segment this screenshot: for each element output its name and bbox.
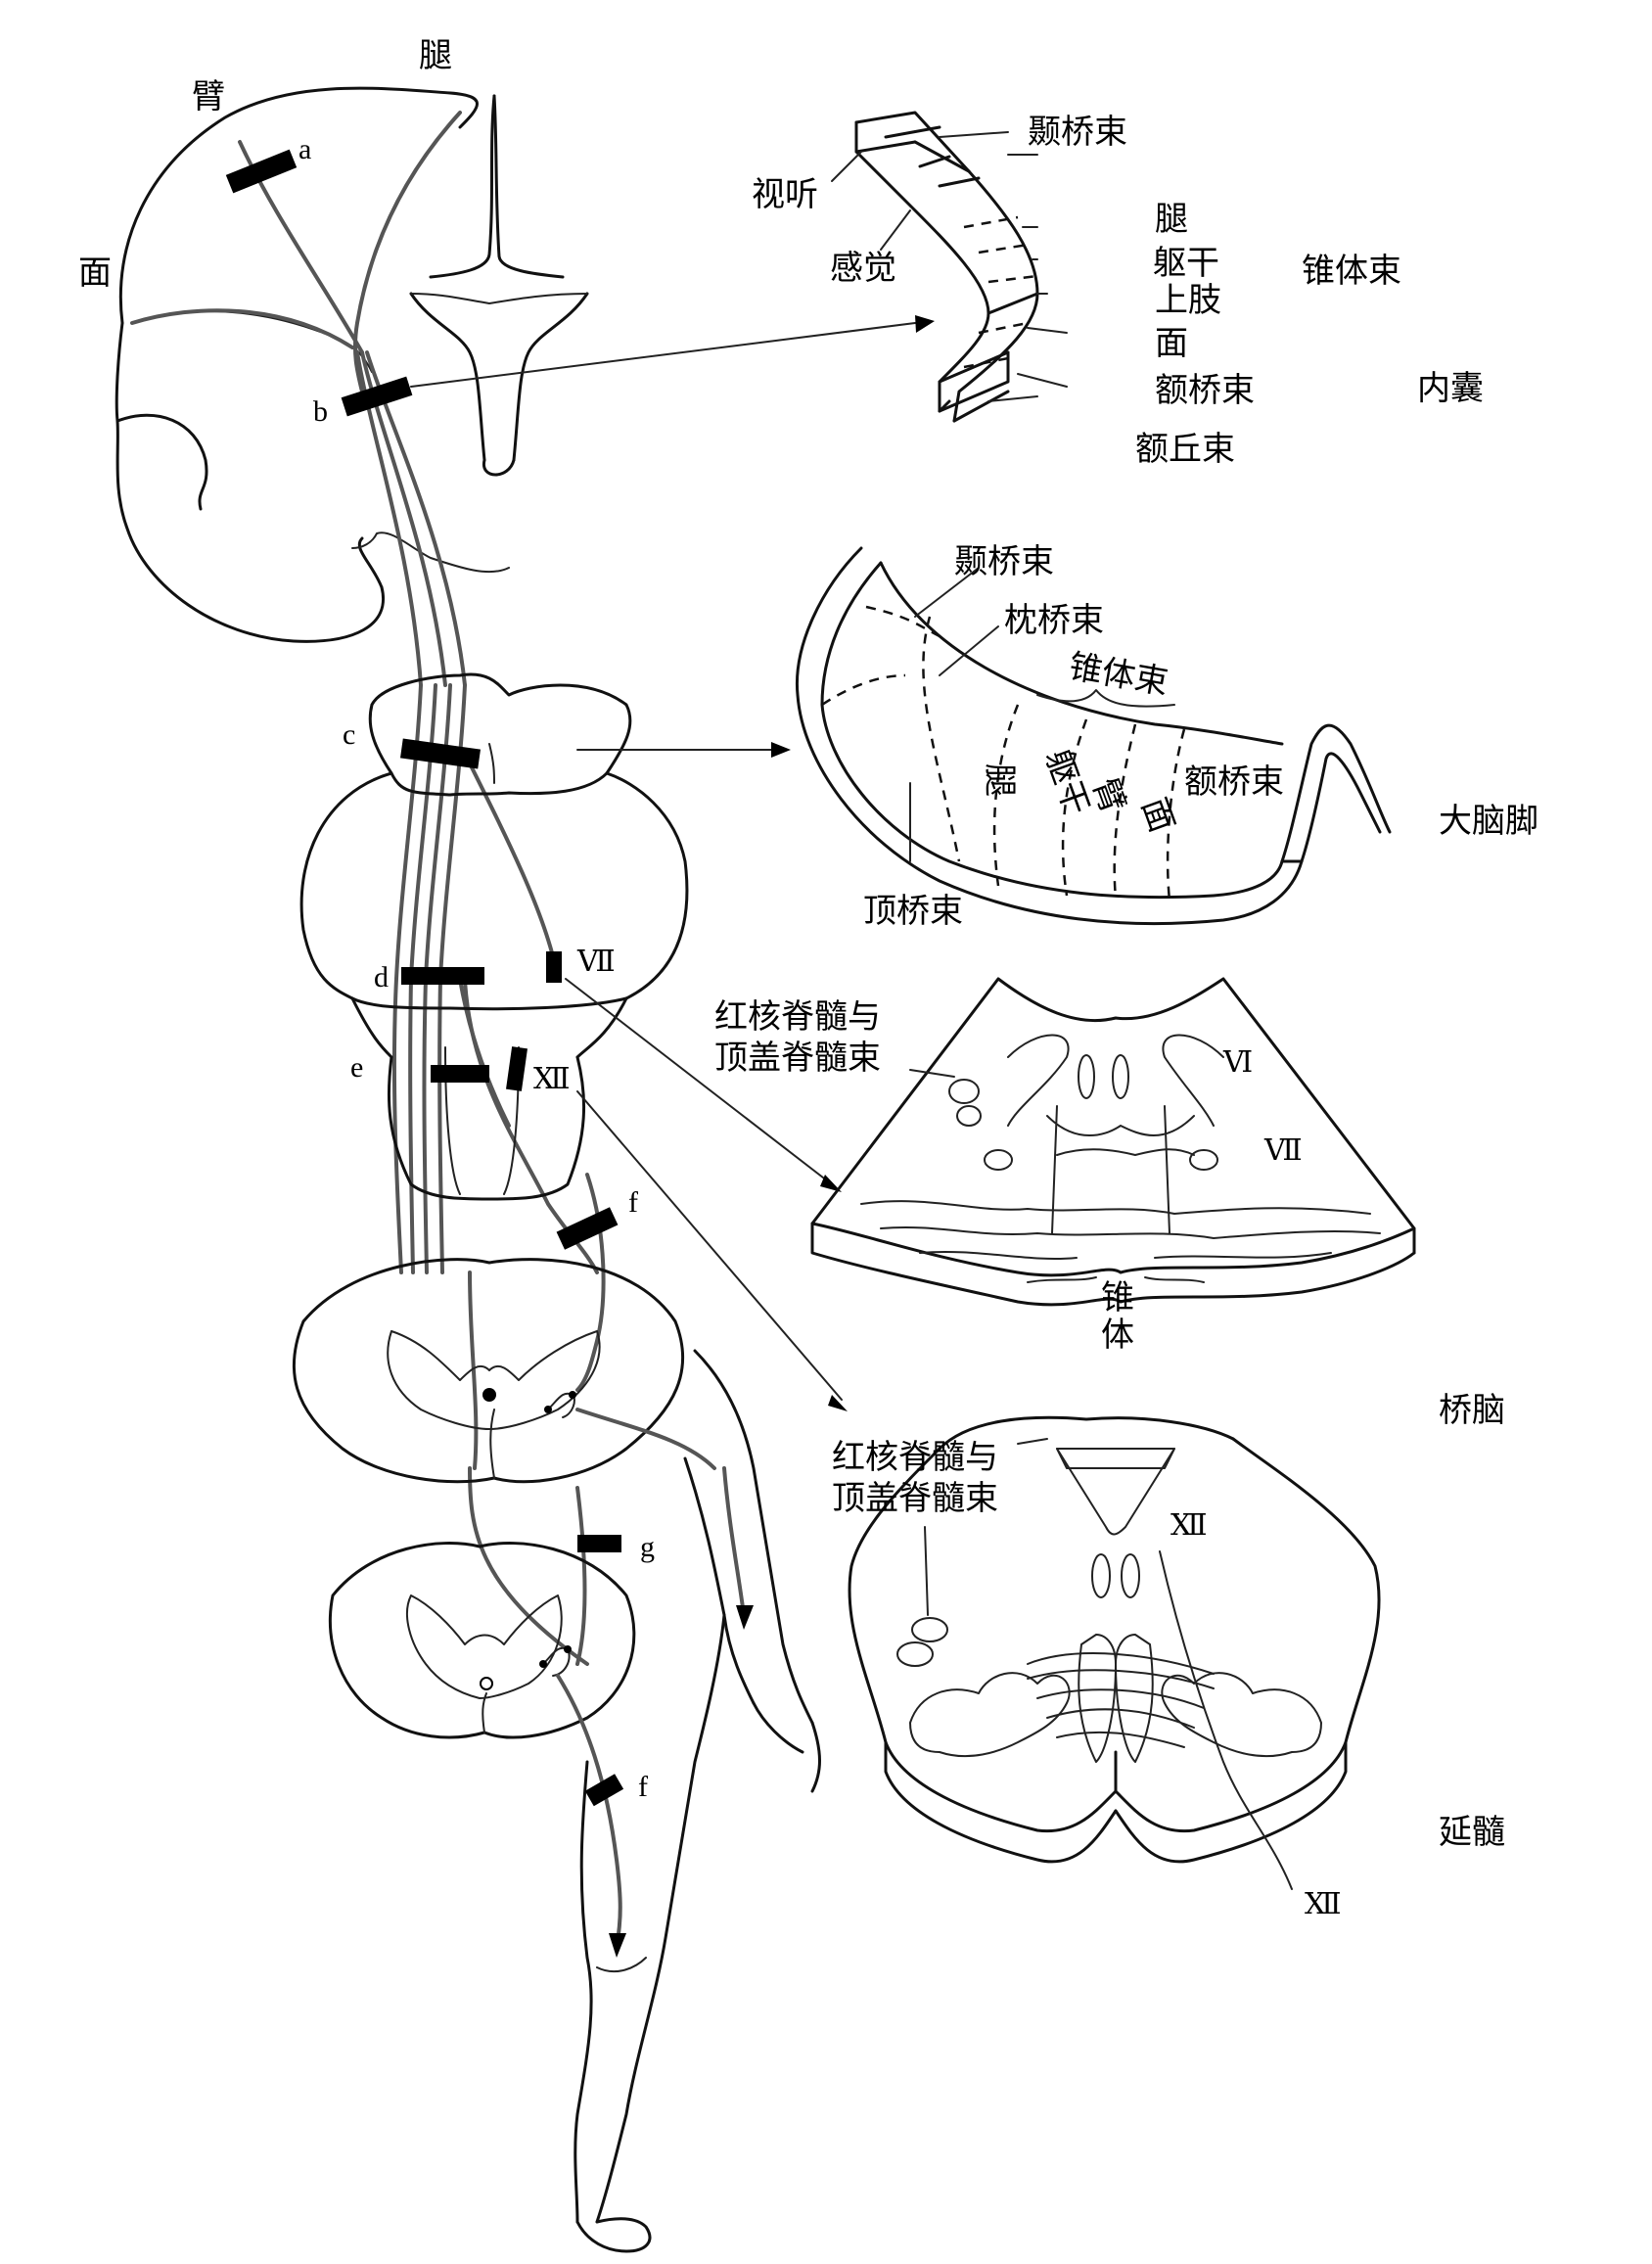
peduncle-label-parietopontine: 顶桥束 [863, 892, 963, 931]
section-bar-f-upper [556, 1207, 619, 1250]
arrow-head-peduncle [771, 742, 791, 758]
section-bars [225, 149, 624, 1807]
pons-nerve-vi: Ⅵ [1222, 1046, 1253, 1079]
peduncle-label-arm: 臂 [1084, 773, 1132, 818]
pons-pyramid-2: 体 [1101, 1316, 1134, 1355]
peduncle-label-leg: 腿 [980, 763, 1019, 797]
capsule-label-face: 面 [1155, 324, 1188, 363]
medulla-tract-label-line1: 红核脊髓与 [832, 1438, 998, 1477]
marker-e: e [350, 1051, 363, 1084]
brain-hemisphere [115, 86, 589, 643]
medulla-nerve-xii-top: Ⅻ [1170, 1509, 1208, 1542]
spinal-cord-cervical [292, 1258, 716, 1484]
arrow-head-capsule [915, 315, 935, 333]
pons-nerve-vii: Ⅶ [1263, 1134, 1303, 1167]
capsule-label-leg: 腿 [1155, 200, 1188, 239]
cerebral-peduncle-inset [795, 546, 1392, 926]
peduncle-group-label: 锥体束 [1066, 647, 1170, 703]
section-bar-g [577, 1535, 621, 1552]
arrow-head-pons [820, 1175, 842, 1192]
body-outline [574, 1349, 821, 2253]
section-bar-xii [506, 1046, 528, 1091]
spinal-cord-lumbar [328, 1542, 636, 1958]
peduncle-label-frontopontine: 额桥束 [1184, 762, 1284, 802]
capsule-label-frontopontine: 额桥束 [1155, 371, 1255, 410]
peduncle-title: 大脑脚 [1439, 802, 1538, 841]
capsule-group-label: 锥体束 [1302, 252, 1401, 291]
medulla-inset [848, 1415, 1381, 1890]
capsule-label-trunk: 躯干 [1153, 244, 1219, 283]
peduncle-label-occipitopontine: 枕桥束 [1004, 601, 1104, 640]
label-face: 面 [78, 254, 112, 293]
capsule-label-upper-limb: 上肢 [1155, 281, 1221, 320]
capsule-label-frontothalamic: 额丘束 [1135, 430, 1235, 469]
label-nerve-vii: Ⅶ [576, 946, 616, 978]
pons-tract-label-line1: 红核脊髓与 [714, 997, 881, 1037]
section-bar-c [399, 738, 482, 769]
pons-inset [810, 977, 1416, 1307]
section-bar-vii [546, 951, 562, 983]
peduncle-label-temporopontine: 颞桥束 [954, 542, 1054, 581]
peduncle-label-trunk: 躯干 [1037, 745, 1097, 821]
section-bar-b [341, 376, 413, 417]
marker-a: a [298, 133, 311, 165]
medulla-title: 延髓 [1439, 1813, 1505, 1852]
marker-b: b [313, 395, 328, 428]
label-nerve-xii: Ⅻ [533, 1063, 571, 1095]
marker-f-lower: f [638, 1771, 648, 1803]
marker-g: g [640, 1531, 655, 1563]
pons-title: 桥脑 [1439, 1391, 1505, 1430]
arrow-head-medulla [828, 1395, 848, 1411]
label-arm: 臂 [192, 77, 225, 116]
capsule-title: 内囊 [1417, 369, 1484, 408]
capsule-label-visual-auditory: 视听 [752, 175, 818, 214]
pons-pyramid-1: 锥 [1101, 1278, 1134, 1317]
connector-arrows [410, 315, 935, 1411]
capsule-label-temporopontine: 颞桥束 [1028, 113, 1127, 152]
internal-capsule-inset [831, 111, 1068, 423]
medulla-tract-label-line2: 顶盖脊髓束 [832, 1479, 998, 1518]
section-bar-d [401, 967, 484, 985]
marker-d: d [374, 961, 389, 993]
medulla-nerve-xii-bottom: Ⅻ [1305, 1888, 1342, 1920]
capsule-label-sensory: 感觉 [830, 249, 896, 288]
marker-f-upper: f [628, 1186, 638, 1219]
section-bar-f-lower [584, 1774, 624, 1807]
label-leg: 腿 [419, 36, 452, 75]
marker-c: c [343, 718, 355, 751]
section-bar-a [225, 149, 298, 194]
pons-tract-label-line2: 顶盖脊髓束 [714, 1039, 881, 1078]
peduncle-label-face: 面 [1133, 793, 1181, 838]
section-bar-e [431, 1065, 489, 1083]
brainstem-outline [299, 672, 689, 1201]
